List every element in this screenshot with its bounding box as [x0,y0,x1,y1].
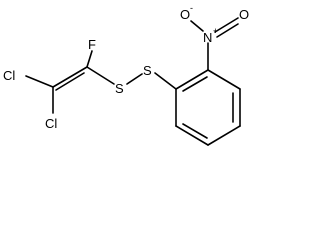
bond-c-f [86,50,93,68]
atom-oxygen-top: O [180,7,190,22]
bond-s-ring [154,72,177,90]
ring-double-bond-c [182,123,208,139]
ring-double-bond-a [182,76,208,92]
structure-canvas: F Cl Cl S S N + O - O [3,3,250,146]
bond-c-s [86,66,115,85]
chemical-structure-diagram: F Cl Cl S S N + O - O [3,3,249,146]
atom-sulfur-1: S [115,81,124,96]
bond-s-s [126,73,143,85]
atom-chlorine-bottom: Cl [45,116,57,131]
atom-nitrogen: N [203,30,212,45]
bond-n-o-double-outer [214,17,239,33]
bond-n-o-top [190,20,204,32]
atom-sulfur-2: S [143,63,152,78]
ring-bond-1 [175,69,209,90]
oxygen-negative-charge: - [190,3,193,13]
atom-fluorine: F [88,37,96,52]
bond-n-o-double-inner [216,23,239,38]
vinyl-double-bond-outer [52,66,88,88]
bond-c-cl-left [25,75,54,88]
ring-bond-4 [207,125,241,146]
atom-chlorine-left: Cl [3,68,15,83]
atom-oxygen-right: O [239,7,249,22]
nitrogen-positive-charge: + [213,26,218,36]
ring-bond-5 [175,125,209,146]
ring-bond-2 [207,69,241,90]
vinyl-double-bond-inner [55,72,85,91]
